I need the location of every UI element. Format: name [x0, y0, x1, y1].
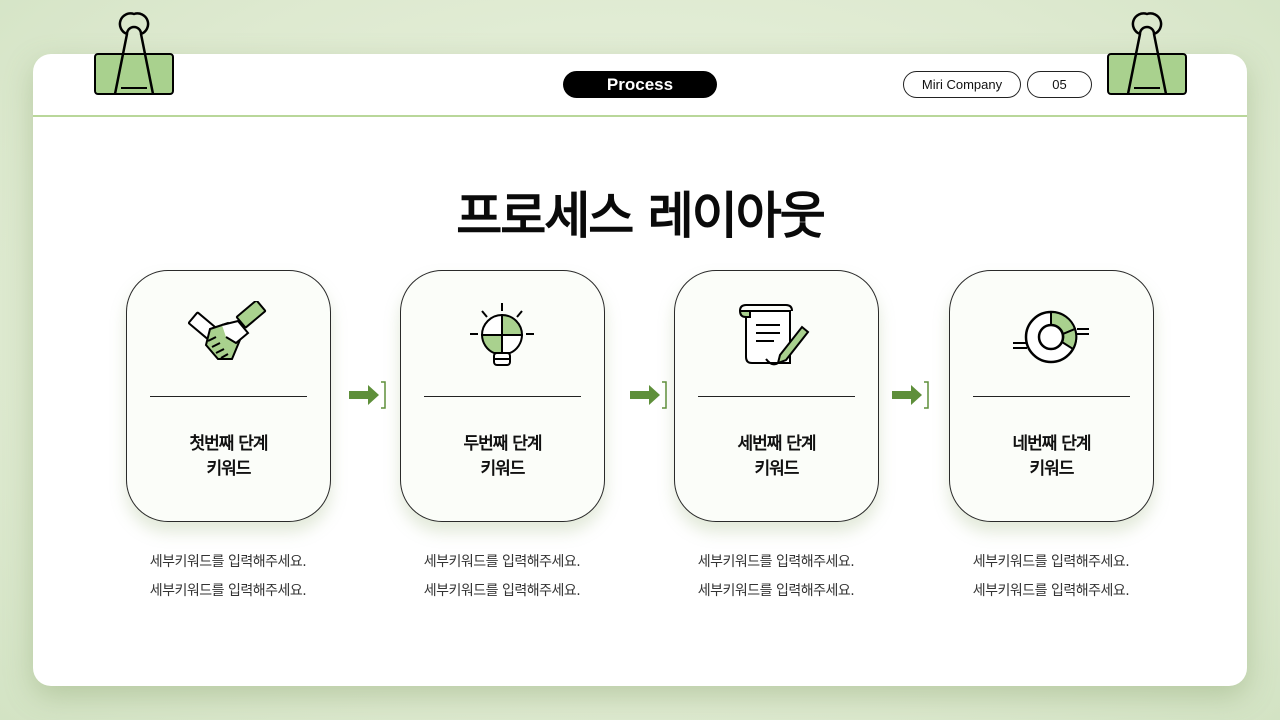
header-divider [33, 115, 1247, 117]
card-divider [973, 396, 1130, 397]
step-card-4: 네번째 단계 키워드 [949, 270, 1154, 522]
step-label: 세번째 단계 키워드 [675, 432, 878, 482]
slide-card: Process Miri Company 05 프로세스 레이아웃 첫번째 단계… [33, 54, 1247, 686]
description-line: 세부키워드를 입력해주세요. [149, 554, 307, 570]
step-card-2: 두번째 단계 키워드 [400, 270, 605, 522]
step-description: 세부키워드를 입력해주세요. 세부키워드를 입력해주세요. [382, 548, 622, 606]
company-pill: Miri Company [903, 71, 1021, 98]
process-badge: Process [563, 71, 717, 98]
step-label: 네번째 단계 키워드 [950, 432, 1153, 482]
description-line: 세부키워드를 입력해주세요. [972, 554, 1130, 570]
description-line: 세부키워드를 입력해주세요. [423, 583, 581, 599]
description-line: 세부키워드를 입력해주세요. [697, 583, 855, 599]
scroll-contract-icon [738, 304, 810, 366]
arrow-right-icon [349, 381, 386, 409]
step-keyword: 키워드 [480, 459, 526, 479]
description-line: 세부키워드를 입력해주세요. [972, 583, 1130, 599]
step-label: 두번째 단계 키워드 [401, 432, 604, 482]
step-keyword: 키워드 [1029, 459, 1075, 479]
step-keyword: 키워드 [206, 459, 252, 479]
step-title: 두번째 단계 [463, 434, 542, 454]
arrow-right-icon [892, 381, 929, 409]
card-divider [150, 396, 307, 397]
step-description: 세부키워드를 입력해주세요. 세부키워드를 입력해주세요. [656, 548, 896, 606]
step-keyword: 키워드 [754, 459, 800, 479]
step-card-1: 첫번째 단계 키워드 [126, 270, 331, 522]
description-line: 세부키워드를 입력해주세요. [149, 583, 307, 599]
step-title: 첫번째 단계 [189, 434, 268, 454]
handshake-icon [188, 301, 267, 360]
binder-clip-icon [1107, 12, 1187, 95]
description-line: 세부키워드를 입력해주세요. [697, 554, 855, 570]
step-description: 세부키워드를 입력해주세요. 세부키워드를 입력해주세요. [931, 548, 1171, 606]
donut-chart-icon [1013, 310, 1089, 364]
step-title: 세번째 단계 [737, 434, 816, 454]
page-title: 프로세스 레이아웃 [456, 187, 825, 245]
step-description: 세부키워드를 입력해주세요. 세부키워드를 입력해주세요. [108, 548, 348, 606]
arrow-right-icon [630, 381, 667, 409]
step-label: 첫번째 단계 키워드 [127, 432, 330, 482]
lightbulb-puzzle-icon [470, 303, 534, 366]
card-divider [424, 396, 581, 397]
step-title: 네번째 단계 [1012, 434, 1091, 454]
card-divider [698, 396, 855, 397]
page-number-pill: 05 [1027, 71, 1092, 98]
description-line: 세부키워드를 입력해주세요. [423, 554, 581, 570]
binder-clip-icon [94, 12, 174, 95]
step-card-3: 세번째 단계 키워드 [674, 270, 879, 522]
